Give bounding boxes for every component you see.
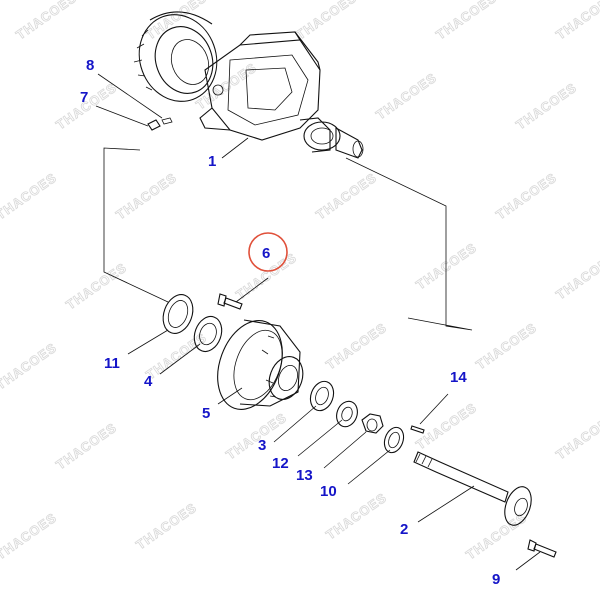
callout-3[interactable]: 3 — [258, 437, 266, 454]
outer-bearing-drawing — [309, 380, 335, 412]
watermark-text: THACOES — [553, 250, 600, 303]
axle-housing-drawing — [133, 11, 364, 159]
callout-2[interactable]: 2 — [400, 521, 408, 538]
oil-seal-drawing — [162, 294, 194, 334]
flange-bolt-drawing — [527, 539, 557, 558]
callout-10[interactable]: 10 — [320, 483, 337, 500]
watermark-text: THACOES — [553, 410, 600, 463]
callout-1[interactable]: 1 — [208, 153, 216, 170]
seal-ring-drawing — [383, 426, 405, 454]
axle-nut-drawing — [361, 413, 384, 434]
callout-13[interactable]: 13 — [296, 467, 313, 484]
watermark-text: THACOES — [513, 80, 579, 133]
watermark-text: THACOES — [433, 0, 499, 42]
watermark-text: THACOES — [373, 70, 439, 123]
watermark-text: THACOES — [53, 80, 119, 133]
watermark-text: THACOES — [493, 170, 559, 223]
callout-9[interactable]: 9 — [492, 571, 500, 588]
lock-washer-drawing — [336, 400, 358, 428]
axle-shaft-drawing — [413, 451, 532, 526]
watermark-text: THACOES — [0, 510, 60, 563]
highlight-circle — [248, 232, 288, 272]
watermark-text: THACOES — [0, 170, 60, 223]
callout-5[interactable]: 5 — [202, 405, 210, 422]
callout-7[interactable]: 7 — [80, 89, 88, 106]
watermark-text: THACOES — [113, 170, 179, 223]
wheel-hub-drawing — [217, 319, 304, 410]
callout-8[interactable]: 8 — [86, 57, 94, 74]
screw-drawing — [410, 425, 425, 434]
callout-12[interactable]: 12 — [272, 455, 289, 472]
watermark-text: THACOES — [553, 0, 600, 42]
watermark-text: THACOES — [323, 320, 389, 373]
callout-14[interactable]: 14 — [450, 369, 467, 386]
watermark-text: THACOES — [313, 170, 379, 223]
leader-lines — [95, 73, 541, 571]
callout-4[interactable]: 4 — [144, 373, 153, 390]
callout-labels: 8 7 1 6 11 4 5 3 12 13 10 14 2 9 — [80, 57, 500, 588]
watermark-text: THACOES — [53, 420, 119, 473]
watermark-text: THACOES — [473, 320, 539, 373]
watermark-text: THACOES — [0, 340, 60, 393]
callout-11[interactable]: 11 — [104, 355, 120, 372]
inner-bearing-drawing — [193, 315, 223, 353]
watermark-text: THACOES — [463, 510, 529, 563]
watermark-text: THACOES — [13, 0, 79, 42]
assembly-guide-lines — [103, 147, 473, 331]
watermark-text: THACOES — [293, 0, 359, 42]
watermark-text: THACOES — [413, 400, 479, 453]
watermark-text: THACOES — [63, 260, 129, 313]
watermark-text: THACOES — [143, 0, 209, 42]
watermark-text: THACOES — [193, 60, 259, 113]
watermark-text: THACOES — [133, 500, 199, 553]
callout-6[interactable]: 6 — [262, 245, 270, 262]
